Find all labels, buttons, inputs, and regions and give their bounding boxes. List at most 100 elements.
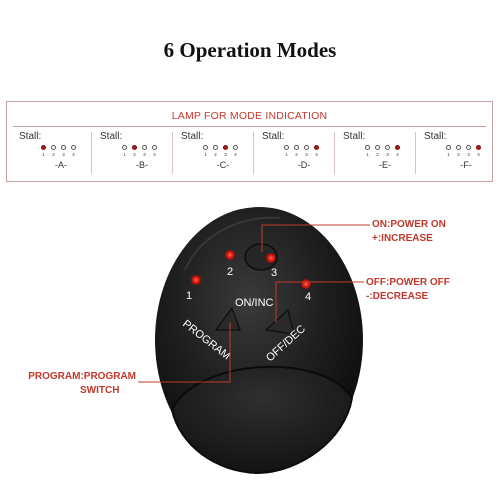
lamp-number: 1 [366,152,369,157]
mode-letter: -E- [379,160,391,170]
led-row: 1 2 3 4 [118,145,168,161]
lamp-number: 2 [376,152,379,157]
stall-label: Stall: [262,131,285,142]
lamp-number: 3 [386,152,389,157]
led-3 [266,253,276,263]
lamp-number: 4 [153,152,156,157]
led-4 [301,279,311,289]
indicator-lamp [142,145,147,150]
off-callout-line1: OFF:POWER OFF [366,277,450,288]
indicator-lamp [456,145,461,150]
off-callout-line2: -:DECREASE [366,291,429,302]
stall-label: Stall: [181,131,204,142]
indicator-lamp [446,145,451,150]
lamp-number: 4 [234,152,237,157]
lamp-number: 2 [457,152,460,157]
led-row: 1 2 3 4 [37,145,87,161]
stall-label: Stall: [100,131,123,142]
stall-label: Stall: [424,131,447,142]
indicator-lamp [41,145,46,150]
led-2 [225,250,235,260]
lamp-number: 2 [52,152,55,157]
lamp-number: 3 [143,152,146,157]
mode-separator [334,132,335,174]
lamp-number: 3 [62,152,65,157]
on-callout-line1: ON:POWER ON [372,219,446,230]
lamp-number: 1 [285,152,288,157]
lamp-number: 3 [467,152,470,157]
indicator-lamp [304,145,309,150]
divider [13,126,486,127]
mode-letter: -F- [460,160,472,170]
led-row: 1 2 3 4 [361,145,411,161]
mode-letter: -D- [297,160,311,170]
indicator-lamp [223,145,228,150]
off-callout-line [275,281,364,322]
lamp-number: 2 [295,152,298,157]
led-row: 1 2 3 4 [280,145,330,161]
lamp-number: 4 [72,152,75,157]
led-row: 1 2 3 4 [199,145,249,161]
on-inc-button[interactable] [244,243,278,271]
lamp-number: 2 [133,152,136,157]
on-callout: ON:POWER ON +:INCREASE [372,218,446,246]
mode-indicator: Stall: 1 2 3 4 -F- [418,131,498,177]
lamp-number: 4 [396,152,399,157]
lamp-number: 1 [42,152,45,157]
indicator-lamp [365,145,370,150]
indicator-lamp [51,145,56,150]
program-callout-line [138,322,231,383]
indicator-lamp [476,145,481,150]
mode-separator [91,132,92,174]
mode-separator [415,132,416,174]
led-label-3: 3 [271,267,277,279]
mode-indicator: Stall: 1 2 3 4 -C- [175,131,255,177]
off-callout: OFF:POWER OFF -:DECREASE [366,276,450,304]
indicator-lamp [314,145,319,150]
stall-label: Stall: [19,131,42,142]
mode-letter: -B- [136,160,148,170]
program-callout-line1: PROGRAM:PROGRAM [28,371,136,382]
mode-letter: -C- [216,160,230,170]
on-callout-line2: +:INCREASE [372,233,433,244]
program-callout-line2: SWITCH [80,385,120,396]
lamp-number: 4 [477,152,480,157]
stall-label: Stall: [343,131,366,142]
program-button[interactable] [214,306,241,331]
indicator-lamp [284,145,289,150]
led-label-1: 1 [186,290,192,302]
lamp-panel-title: LAMP FOR MODE INDICATION [171,110,328,122]
mode-indicator: Stall: 1 2 3 4 -A- [13,131,93,177]
indicator-lamp [385,145,390,150]
lamp-number: 3 [305,152,308,157]
lamp-number: 3 [224,152,227,157]
lamp-number: 2 [214,152,217,157]
indicator-lamp [233,145,238,150]
lamp-number: 4 [315,152,318,157]
indicator-lamp [122,145,127,150]
indicator-lamp [61,145,66,150]
led-1 [191,275,201,285]
on-inc-label: ON/INC [235,297,274,309]
off-dec-button[interactable] [264,308,295,335]
on-callout-line [261,224,370,252]
indicator-lamp [71,145,76,150]
mode-indicator: Stall: 1 2 3 4 -D- [256,131,336,177]
indicator-lamp [213,145,218,150]
led-label-4: 4 [305,291,311,303]
mode-separator [253,132,254,174]
indicator-lamp [294,145,299,150]
led-label-2: 2 [227,266,233,278]
led-row: 1 2 3 4 [442,145,492,161]
program-callout: PROGRAM:PROGRAM SWITCH [24,370,136,398]
lamp-number: 1 [123,152,126,157]
lamp-number: 1 [204,152,207,157]
indicator-lamp [375,145,380,150]
mode-indicator: Stall: 1 2 3 4 -B- [94,131,174,177]
mode-letter: -A- [55,160,67,170]
lamp-number: 1 [447,152,450,157]
mode-separator [172,132,173,174]
indicator-lamp [152,145,157,150]
